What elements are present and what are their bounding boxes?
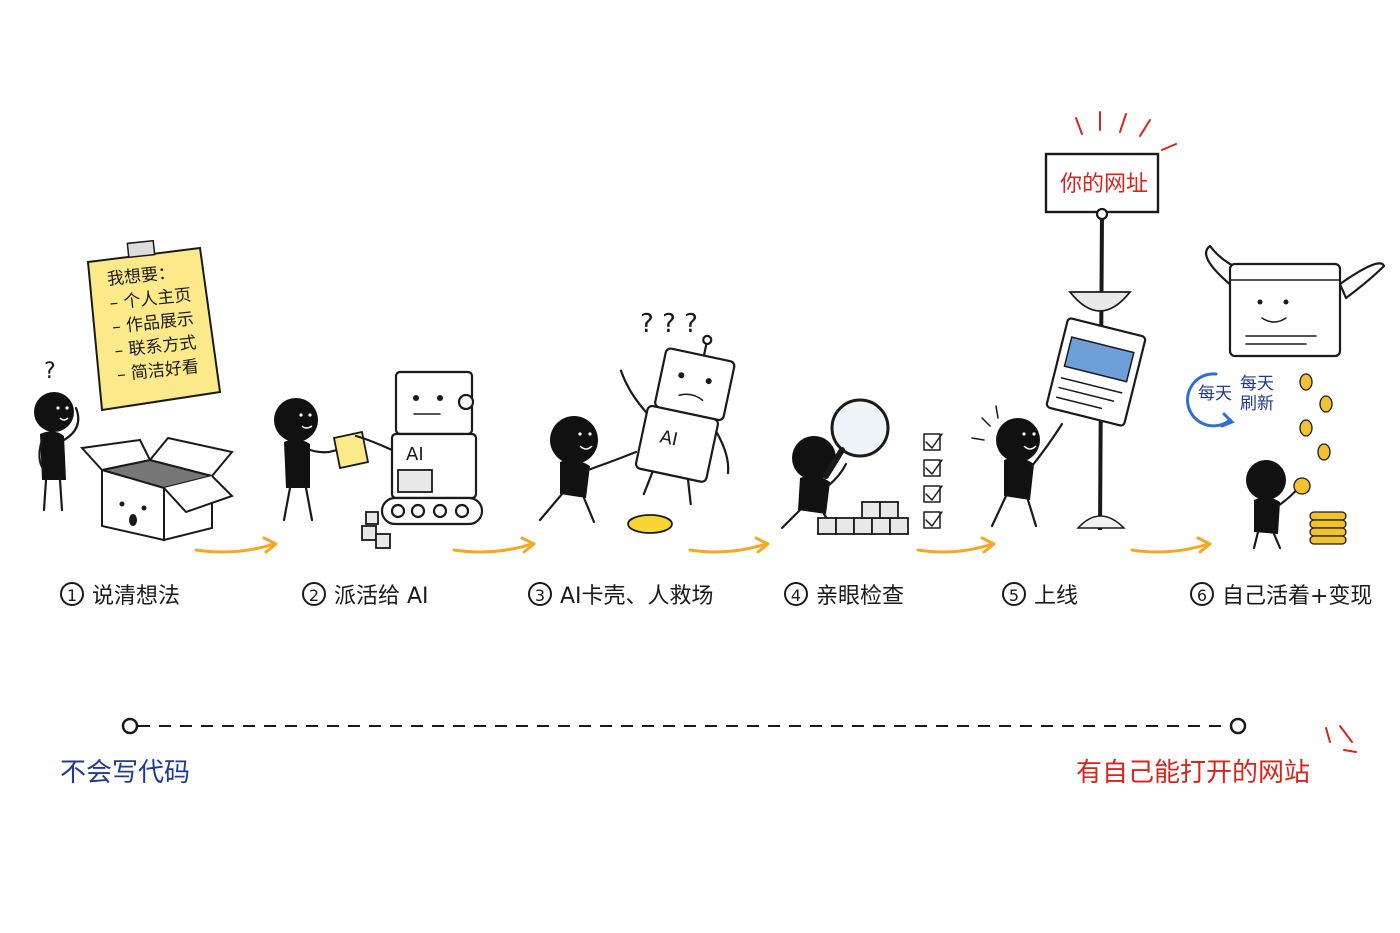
refresh-icon (1186, 372, 1235, 428)
magnifier-icon (823, 398, 890, 479)
step-number: 1 (60, 582, 84, 606)
website-page-icon (1045, 317, 1147, 427)
step3-illustration: ? ? ? AI (538, 309, 736, 534)
step-number: 4 (784, 582, 808, 606)
step-number: 6 (1190, 582, 1214, 606)
step-text: 派活给 AI (334, 584, 429, 609)
step-label-5: 5 上线 (1002, 578, 1078, 610)
signpost (1044, 111, 1177, 531)
sign-text: 你的网址 (1059, 172, 1148, 197)
person-handing (274, 398, 346, 522)
person-lifting (971, 405, 1064, 528)
robot-stuck: AI (619, 334, 736, 506)
sticky-note-text: 我想要： – 个人主页 – 作品展示 – 联系方式 – 简洁好看 (106, 259, 200, 387)
step-label-6: 6 自己活着+变现 (1190, 578, 1372, 610)
step1-illustration: ? (34, 239, 234, 542)
robot-worker: AI (354, 370, 484, 549)
refresh-left-label: 每天 (1198, 384, 1232, 404)
checklist-icon (923, 433, 943, 529)
handed-paper (332, 430, 370, 470)
flying-website (1205, 244, 1386, 358)
person-thinking (34, 392, 80, 512)
progress-timeline (121, 717, 1357, 753)
timeline-end-dot (1229, 717, 1247, 735)
step-text: 自己活着+变现 (1222, 584, 1373, 609)
step6-illustration (1186, 244, 1386, 550)
step-text: AI卡壳、人救场 (560, 584, 714, 609)
robot2-chest-label: AI (658, 426, 680, 450)
step-text: 亲眼检查 (816, 584, 905, 609)
blocks (817, 501, 909, 535)
person-pushing (538, 416, 638, 524)
person-inspecting (780, 436, 848, 532)
timeline-start-label: 不会写代码 (60, 758, 191, 788)
step-label-3: 3 AI卡壳、人救场 (528, 578, 714, 610)
box-character (79, 436, 234, 542)
question-mark: ? (44, 359, 56, 384)
refresh-right-label: 每天 刷新 (1240, 374, 1274, 414)
step-number: 5 (1002, 582, 1026, 606)
step-number: 2 (302, 582, 326, 606)
step-number: 3 (528, 582, 552, 606)
refresh-right-line2: 刷新 (1240, 394, 1274, 414)
step-text: 上线 (1034, 584, 1079, 609)
person-catching (1246, 460, 1311, 550)
step4-illustration (780, 398, 943, 535)
question-marks: ? ? ? (640, 309, 698, 339)
flow-arrows (194, 536, 1212, 554)
timeline-start-dot (121, 717, 139, 735)
step-label-2: 2 派活给 AI (302, 578, 429, 610)
refresh-right-line1: 每天 (1240, 374, 1274, 394)
timeline-end-label: 有自己能打开的网站 (1076, 758, 1311, 788)
banana-peel (627, 514, 673, 534)
step5-illustration (971, 111, 1177, 531)
step2-illustration: AI (274, 370, 484, 549)
sticky-note (86, 239, 222, 412)
step-label-4: 4 亲眼检查 (784, 578, 904, 610)
step-text: 说清想法 (92, 584, 181, 609)
step-label-1: 1 说清想法 (60, 578, 180, 610)
robot-chest-label: AI (406, 444, 424, 465)
coins (1299, 373, 1347, 545)
